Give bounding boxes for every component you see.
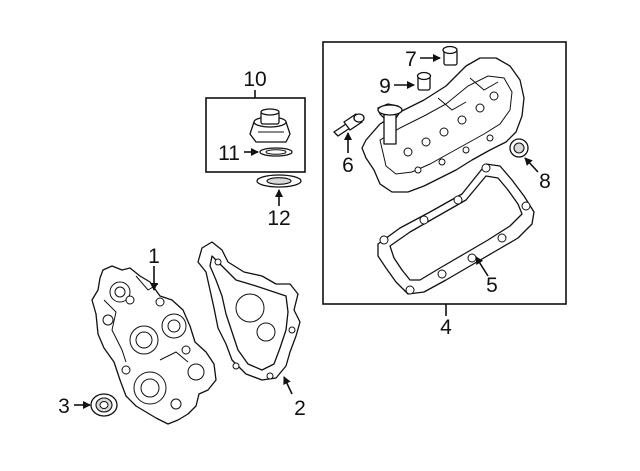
callout-6: 6 <box>342 154 354 177</box>
callout-12: 12 <box>267 207 290 230</box>
callout-1: 1 <box>148 245 160 268</box>
callout-8: 8 <box>539 170 551 193</box>
callout-2: 2 <box>294 397 306 420</box>
pcv-valve <box>333 113 365 137</box>
timing-cover-gasket <box>197 241 301 381</box>
callout-11: 11 <box>218 142 240 165</box>
oil-filler-cap <box>249 108 291 143</box>
valve-cover <box>361 57 525 193</box>
callout-4: 4 <box>440 316 452 339</box>
valve-cover-group-box <box>322 41 567 305</box>
callout-7: 7 <box>405 48 417 71</box>
timing-cover <box>91 265 217 425</box>
cap-seal <box>259 147 293 157</box>
filler-gasket <box>256 174 302 188</box>
leader-2 <box>283 376 293 395</box>
filler-seal <box>509 138 529 158</box>
callout-9: 9 <box>379 75 391 98</box>
leader-5 <box>475 256 489 277</box>
grommet-7 <box>442 45 458 66</box>
front-seal <box>90 393 118 417</box>
valve-cover-gasket <box>377 163 535 295</box>
grommet-9 <box>416 71 432 91</box>
callout-3: 3 <box>58 395 70 418</box>
callout-10: 10 <box>243 68 266 91</box>
leader-8 <box>524 157 539 173</box>
callout-5: 5 <box>486 274 498 297</box>
